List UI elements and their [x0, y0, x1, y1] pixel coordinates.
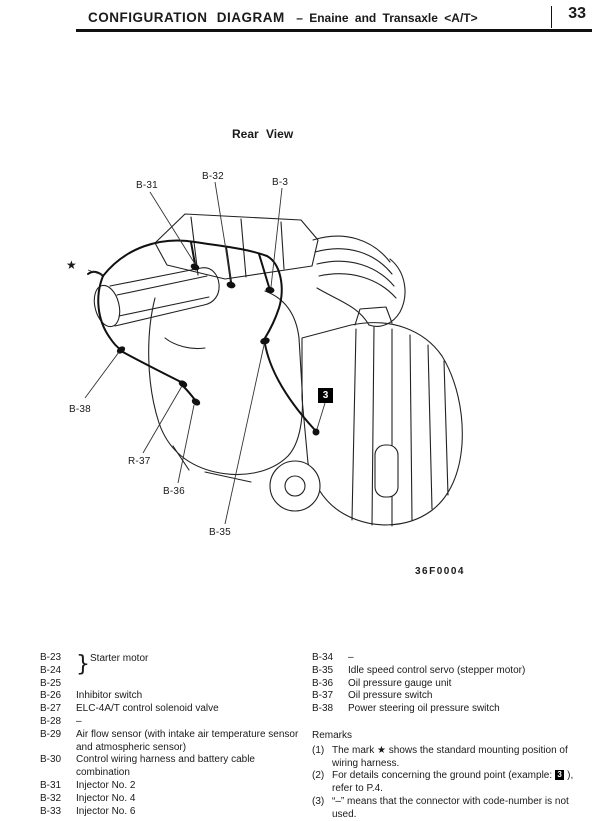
legend-code: B-31: [40, 779, 62, 791]
callout-b36: B-36: [163, 486, 185, 497]
remark-text: For details concerning the ground point …: [332, 770, 592, 796]
remark-number: (1): [312, 744, 325, 756]
legend-code: B-37: [312, 690, 334, 702]
legend-code: B-28: [40, 715, 62, 727]
remark-number: (2): [312, 770, 325, 782]
harness-connectors: [116, 263, 320, 436]
legend-desc: Control wiring harness and battery cable…: [76, 754, 255, 779]
legend-group-starter: B-23 B-24 } Starter motor: [40, 652, 302, 678]
legend-code: B-36: [312, 677, 334, 689]
page-number: 33: [568, 5, 586, 22]
remark-item: (1) The mark ★ shows the standard mounti…: [312, 745, 592, 771]
legend-desc: [76, 678, 302, 691]
callout-b35: B-35: [209, 527, 231, 538]
legend-desc: Injector No. 6: [76, 805, 136, 817]
remarks-title: Remarks: [312, 729, 353, 741]
remark-item: (2) For details concerning the ground po…: [312, 770, 592, 796]
legend-row: B-34 –: [312, 652, 592, 665]
callout-leader-lines: [84, 181, 326, 525]
legend-row: B-26 Inhibitor switch: [40, 690, 302, 703]
legend-desc: Idle speed control servo (stepper motor): [348, 664, 526, 676]
legend-code: B-38: [312, 703, 334, 715]
view-label: Rear View: [232, 127, 294, 141]
callout-b37: R-37: [128, 456, 151, 467]
engine-outline: [93, 213, 463, 527]
remark-item: (3) “–” means that the connector with co…: [312, 796, 592, 821]
legend-desc: Injector No. 4: [76, 792, 136, 804]
ground-point-inline-marker: 3: [554, 770, 565, 781]
ground-point-marker: 3: [318, 388, 333, 403]
callout-b3: B-3: [272, 177, 289, 188]
legend-column-right: B-34 – B-35 Idle speed control servo (step…: [312, 652, 592, 821]
legend-row: B-32 Injector No. 4: [40, 793, 302, 806]
legend-row: B-25: [40, 678, 302, 691]
legend-code: B-25: [40, 677, 62, 689]
legend-code: B-33: [40, 805, 62, 817]
legend-row: B-27 ELC-4A/T control solenoid valve: [40, 703, 302, 716]
legend-code: B-34: [312, 652, 334, 663]
legend-row: B-28 –: [40, 716, 302, 729]
legend-desc: –: [76, 715, 82, 727]
legend-desc: Oil pressure switch: [348, 690, 433, 702]
page-header: CONFIGURATION DIAGRAM – Enaine and Trans…: [88, 9, 478, 27]
legend-row: B-37 Oil pressure switch: [312, 690, 592, 703]
page-title: CONFIGURATION DIAGRAM: [88, 10, 285, 25]
callout-b31: B-31: [136, 180, 158, 191]
legend-code: B-24: [40, 664, 62, 676]
legend-row: B-38 Power steering oil pressure switch: [312, 703, 592, 716]
legend-row: B-30 Control wiring harness and battery c…: [40, 754, 302, 780]
legend-desc: Air flow sensor (with intake air tempera…: [76, 728, 299, 753]
legend-row: B-35 Idle speed control servo (stepper mo…: [312, 665, 592, 678]
legend-row: B-36 Oil pressure gauge unit: [312, 678, 592, 691]
harness-star-mark: ★: [66, 258, 77, 272]
legend-row: B-33 Injector No. 6: [40, 806, 302, 819]
legend-desc: ELC-4A/T control solenoid valve: [76, 703, 219, 715]
legend-code: B-27: [40, 703, 62, 715]
remarks-section: Remarks (1) The mark ★ shows the standar…: [312, 730, 592, 821]
callout-b32: B-32: [202, 171, 224, 182]
legend-desc: –: [348, 652, 354, 663]
callout-b38: B-38: [69, 404, 91, 415]
legend-desc: Starter motor: [90, 653, 149, 664]
remark-text-post: ), refer to P.4.: [332, 770, 574, 795]
legend-code: B-29: [40, 728, 62, 740]
legend-code: B-32: [40, 792, 62, 804]
engine-line-art: [84, 181, 463, 527]
legend-row: B-29 Air flow sensor (with intake air tem…: [40, 729, 302, 755]
legend-row: B-31 Injector No. 2: [40, 780, 302, 793]
legend-desc: Power steering oil pressure switch: [348, 703, 500, 715]
legend-desc: Inhibitor switch: [76, 690, 143, 702]
legend-code: B-35: [312, 664, 334, 676]
legend-code: B-26: [40, 690, 62, 702]
remark-text: The mark ★ shows the standard mounting p…: [332, 744, 568, 769]
figure-code: 36F0004: [415, 566, 465, 577]
legend-code: B-30: [40, 754, 62, 766]
header-rule: [76, 29, 592, 32]
page-subtitle: – Enaine and Transaxle <A/T>: [296, 11, 478, 25]
wiring-harness: [87, 239, 315, 430]
legend-code: B-23: [40, 652, 62, 663]
legend-desc: Oil pressure gauge unit: [348, 677, 452, 689]
brace: }: [76, 652, 90, 677]
legend-desc: Injector No. 2: [76, 779, 136, 791]
remark-text-pre: For details concerning the ground point …: [332, 770, 555, 782]
header-divider: [550, 6, 552, 28]
remark-text: “–” means that the connector with code-n…: [332, 795, 569, 820]
legend-column-left: B-23 B-24 } Starter motor B-25 B-26 Inhib…: [40, 652, 302, 818]
remark-number: (3): [312, 795, 325, 807]
legend-group-codes: B-23 B-24: [40, 652, 76, 678]
connector-legend: B-23 B-24 } Starter motor B-25 B-26 Inhib…: [40, 652, 592, 821]
